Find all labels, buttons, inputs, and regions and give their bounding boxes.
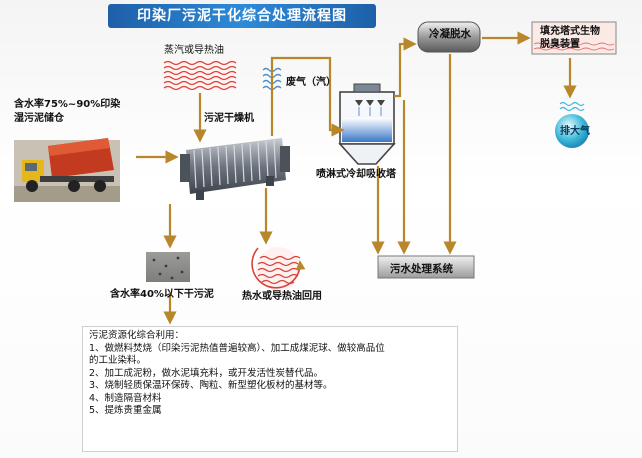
notes-line: 2、加工成泥粉，做水泥填充料，或开发活性炭替代品。 (89, 367, 324, 379)
vent-ball-icon (555, 101, 589, 148)
vent-label: 排大气 (560, 126, 590, 137)
wastewater-label: 污水处理系统 (390, 263, 453, 275)
deodorizer-label-line2: 脱臭装置 (540, 39, 580, 50)
sludge-dryer-icon (180, 138, 290, 200)
notes-line: 5、提炼贵重金属 (89, 405, 162, 416)
notes-line: 4、制造隔音材料 (89, 392, 162, 404)
wastewater-box (377, 255, 475, 279)
exhaust-label: 废气（汽） (286, 77, 336, 88)
condenser-tank-icon (417, 21, 481, 53)
resource-utilization-notes: 污泥资源化综合利用： 1、做燃料焚烧（印染污泥热值普遍较高）、加工成煤泥球、做较… (82, 326, 458, 452)
wet-sludge-label-line2: 湿污泥储仓 (14, 113, 64, 124)
heat-return-icon (251, 247, 306, 291)
notes-line: 污泥资源化综合利用： (89, 330, 185, 341)
diagram-title: 印染厂污泥干化综合处理流程图 (108, 4, 376, 28)
steam-label: 蒸汽或导热油 (164, 45, 224, 56)
notes-line: 1、做燃料焚烧（印染污泥热值普遍较高）、加工成煤泥球、做较高品位 (89, 342, 385, 354)
notes-line: 的工业染料。 (89, 355, 147, 366)
spray-tower-label: 喷淋式冷却吸收塔 (316, 169, 396, 180)
flow-arrows (136, 31, 577, 325)
steam-waves-icon (163, 60, 237, 91)
deodorizer-label-line1: 填充塔式生物 (540, 26, 600, 37)
truck-image (14, 138, 120, 202)
heat-return-label: 热水或导热油回用 (242, 291, 322, 302)
wet-sludge-label-line1: 含水率75%~90%印染 (14, 99, 121, 110)
deodorizer-box (531, 21, 617, 55)
notes-line: 3、烧制轻质保温环保砖、陶粒、新型塑化板材的基材等。 (89, 380, 333, 391)
spray-tower-icon (338, 83, 396, 165)
condenser-label: 冷凝脱水 (429, 28, 471, 40)
dry-sludge-label: 含水率40%以下干污泥 (110, 289, 214, 300)
dry-sludge-image (146, 252, 190, 282)
dryer-label: 污泥干燥机 (204, 113, 254, 124)
